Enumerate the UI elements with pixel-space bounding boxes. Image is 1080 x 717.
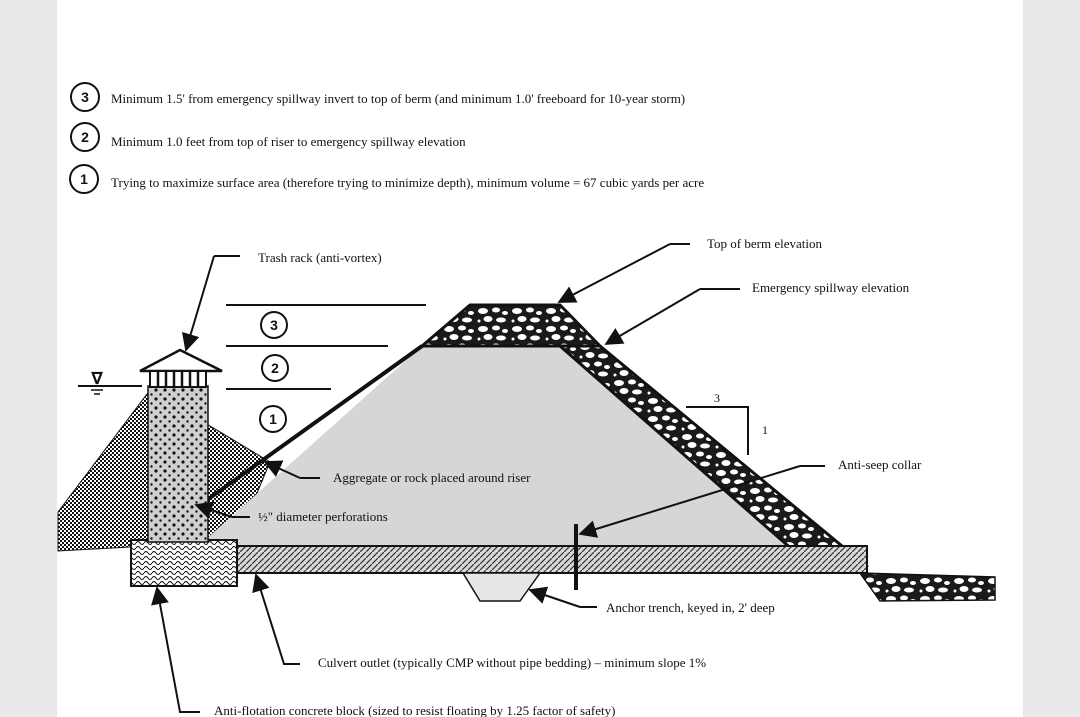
leader-anchor-trench [528,586,581,608]
note-3: 3 Minimum 1.5' from emergency spillway i… [70,82,685,112]
leader-anti-flotation [151,586,200,713]
label-emergency-spillway: Emergency spillway elevation [752,280,910,295]
note-2: 2 Minimum 1.0 feet from top of riser to … [70,122,466,152]
svg-text:1: 1 [269,411,277,427]
label-anchor-trench: Anchor trench, keyed in, 2' deep [606,600,775,615]
embankment-core [205,346,790,548]
zone-1-marker: 1 [259,405,287,433]
zone-3-marker: 3 [260,311,288,339]
riser-pipe [147,385,209,543]
label-perforations: ½" diameter perforations [258,509,388,524]
circle-number-icon [259,405,287,433]
trash-rack-icon [139,348,223,388]
leader-culvert [252,573,300,665]
note-text: Minimum 1.5' from emergency spillway inv… [111,91,685,106]
note-number: 3 [81,89,89,105]
svg-text:2: 2 [271,360,279,376]
circle-number-icon [261,354,289,382]
label-anti-seep-collar: Anti-seep collar [838,457,922,472]
note-text: Trying to maximize surface area (therefo… [111,175,704,190]
slope-rise: 1 [762,423,768,437]
note-text: Minimum 1.0 feet from top of riser to em… [111,134,466,149]
note-1: 1 Trying to maximize surface area (there… [69,164,704,194]
label-anti-flotation: Anti-flotation concrete block (sized to … [214,703,615,717]
slope-run: 3 [714,391,720,405]
upstream-slope [198,344,424,507]
berm-top-rock [417,303,604,348]
leader-anti-seep [578,465,801,538]
label-trash-rack: Trash rack (anti-vortex) [258,250,382,265]
circle-number-icon [260,311,288,339]
note-number: 1 [80,171,88,187]
anchor-trench [461,572,542,602]
leader-perforations [194,501,233,519]
svg-text:3: 3 [270,317,278,333]
label-aggregate: Aggregate or rock placed around riser [333,470,531,485]
outlet-riprap [858,572,996,602]
culvert-pipe [234,545,868,574]
slope-indicator: 3 1 [686,391,768,455]
label-culvert-outlet: Culvert outlet (typically CMP without pi… [318,655,706,670]
label-top-of-berm: Top of berm elevation [707,236,822,251]
leader-trash-rack [181,255,215,352]
circle-number-icon [69,164,99,194]
note-number: 2 [81,129,89,145]
leader-spillway [604,288,701,345]
leader-top-of-berm [557,243,671,303]
zone-2-marker: 2 [261,354,289,382]
circle-number-icon [70,82,100,112]
water-level-icon: ∇ [91,369,103,389]
circle-number-icon [70,122,100,152]
anti-flotation-block [130,539,238,587]
leader-aggregate [263,460,301,479]
